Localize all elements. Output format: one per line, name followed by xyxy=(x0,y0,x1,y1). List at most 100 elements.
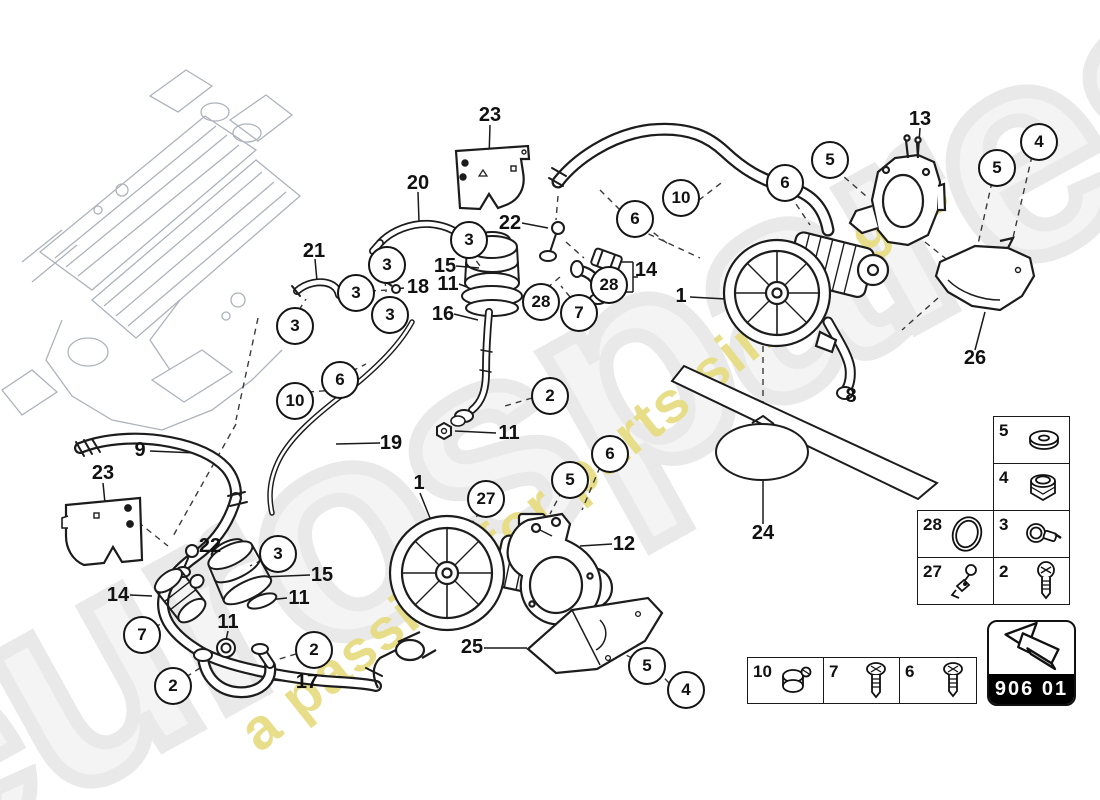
legend-cell-number: 4 xyxy=(999,468,1009,487)
legend-cell-6: 6 xyxy=(899,657,977,704)
callout-label-14: 14 xyxy=(634,259,658,281)
part-1-air-pump-bottom xyxy=(372,512,614,689)
callout-circle-6: 6 xyxy=(591,435,629,473)
part-1-air-pump-top xyxy=(722,231,890,354)
callout-label-11: 11 xyxy=(437,273,459,295)
part-24-strip xyxy=(670,364,939,501)
engine-sketch xyxy=(1,69,302,431)
hose-clamp-icon xyxy=(1026,523,1062,543)
callout-circle-3: 3 xyxy=(450,221,488,259)
callout-circle-5: 5 xyxy=(811,141,849,179)
callout-label-11: 11 xyxy=(217,611,239,633)
arrow-up-left-icon xyxy=(1003,622,1060,671)
callout-circle-3: 3 xyxy=(368,246,406,284)
legend-cell-number: 3 xyxy=(999,515,1009,534)
callout-label-9: 9 xyxy=(134,439,146,461)
part-9-hose xyxy=(74,432,383,692)
legend-cell-number: 7 xyxy=(829,662,839,681)
legend-cell-number: 28 xyxy=(923,515,942,534)
worm-clamp-icon xyxy=(782,666,812,693)
callout-circle-6: 6 xyxy=(766,164,804,202)
legend-cell-7: 7 xyxy=(823,657,900,704)
part-21-hose xyxy=(291,278,343,299)
part-23-bracket-bottom xyxy=(61,496,144,567)
callout-circle-3: 3 xyxy=(259,535,297,573)
part-19-pipe xyxy=(267,319,415,516)
callout-circle-10: 10 xyxy=(662,179,700,217)
legend-cell-10: 10 xyxy=(747,657,824,704)
part-14-solenoid-bottom xyxy=(153,567,207,624)
callout-circle-2: 2 xyxy=(295,631,333,669)
part-26-cover xyxy=(934,236,1036,312)
callout-label-21: 21 xyxy=(302,240,326,262)
callout-circle-5: 5 xyxy=(628,647,666,685)
o-ring-icon xyxy=(951,516,983,552)
callout-circle-3: 3 xyxy=(371,296,409,334)
callout-circle-5: 5 xyxy=(551,461,589,499)
callout-circle-7: 7 xyxy=(123,616,161,654)
legend-cell-number: 2 xyxy=(999,562,1009,581)
callout-circle-28: 28 xyxy=(590,266,628,304)
part-12-bracket xyxy=(506,512,602,626)
callout-label-19: 19 xyxy=(379,432,403,454)
callout-circle-3: 3 xyxy=(337,274,375,312)
callout-circle-6: 6 xyxy=(616,200,654,238)
callout-label-13: 13 xyxy=(908,108,932,130)
part-group-code-box: 906 01 xyxy=(987,620,1076,706)
callout-label-22: 22 xyxy=(498,212,522,234)
callout-label-12: 12 xyxy=(612,533,636,555)
callout-circle-3: 3 xyxy=(276,307,314,345)
callout-label-20: 20 xyxy=(406,172,430,194)
legend-cell-28: 28 xyxy=(917,510,994,558)
callout-label-15: 15 xyxy=(310,564,334,586)
legend-cell-number: 5 xyxy=(999,421,1009,440)
legend-cell-5: 5 xyxy=(993,416,1070,464)
legend-cell-2: 2 xyxy=(993,557,1070,605)
callout-circle-7: 7 xyxy=(560,294,598,332)
callout-circle-5: 5 xyxy=(978,149,1016,187)
callout-label-1: 1 xyxy=(413,472,425,494)
callout-label-18: 18 xyxy=(406,276,430,298)
callout-label-16: 16 xyxy=(431,303,455,325)
clamp-bracket-icon xyxy=(950,564,977,599)
lock-nut-icon xyxy=(1030,474,1056,502)
part-13-bracket xyxy=(848,134,947,247)
screw-icon xyxy=(1037,561,1055,600)
callout-label-15: 15 xyxy=(433,255,457,277)
part-23-bracket-top xyxy=(454,144,531,211)
screw-icon xyxy=(866,661,886,698)
callout-label-1: 1 xyxy=(675,285,687,307)
legend-cell-number: 27 xyxy=(923,562,942,581)
callout-circle-4: 4 xyxy=(1020,123,1058,161)
callout-label-11: 11 xyxy=(288,587,310,609)
legend-cell-3: 3 xyxy=(993,510,1070,558)
legend-cell-27: 27 xyxy=(917,557,994,605)
part-11-gaskets-bottom xyxy=(216,592,278,658)
callout-label-25: 25 xyxy=(460,636,484,658)
callout-label-17: 17 xyxy=(295,671,319,693)
callout-circle-4: 4 xyxy=(667,671,705,709)
callout-circle-2: 2 xyxy=(154,667,192,705)
callout-label-11: 11 xyxy=(498,422,520,444)
washer-icon xyxy=(1029,430,1059,450)
callout-circle-28: 28 xyxy=(522,283,560,321)
callout-label-14: 14 xyxy=(106,584,130,606)
legend-cell-number: 6 xyxy=(905,662,915,681)
screw-icon xyxy=(943,661,963,697)
callout-circle-6: 6 xyxy=(321,361,359,399)
callout-label-24: 24 xyxy=(751,522,775,544)
callout-circle-2: 2 xyxy=(531,377,569,415)
callout-circle-27: 27 xyxy=(467,480,505,518)
part-8-hose xyxy=(822,316,856,400)
callout-label-26: 26 xyxy=(963,347,987,369)
legend-cell-4: 4 xyxy=(993,463,1070,511)
part-group-code: 906 01 xyxy=(989,674,1074,704)
part-15-valve-bottom xyxy=(207,538,273,606)
callout-label-23: 23 xyxy=(91,462,115,484)
callout-label-23: 23 xyxy=(478,104,502,126)
legend-cell-number: 10 xyxy=(753,662,772,681)
part-16-pipe xyxy=(436,308,493,441)
part-17-hose xyxy=(193,643,277,699)
part-25-shield xyxy=(526,596,664,675)
